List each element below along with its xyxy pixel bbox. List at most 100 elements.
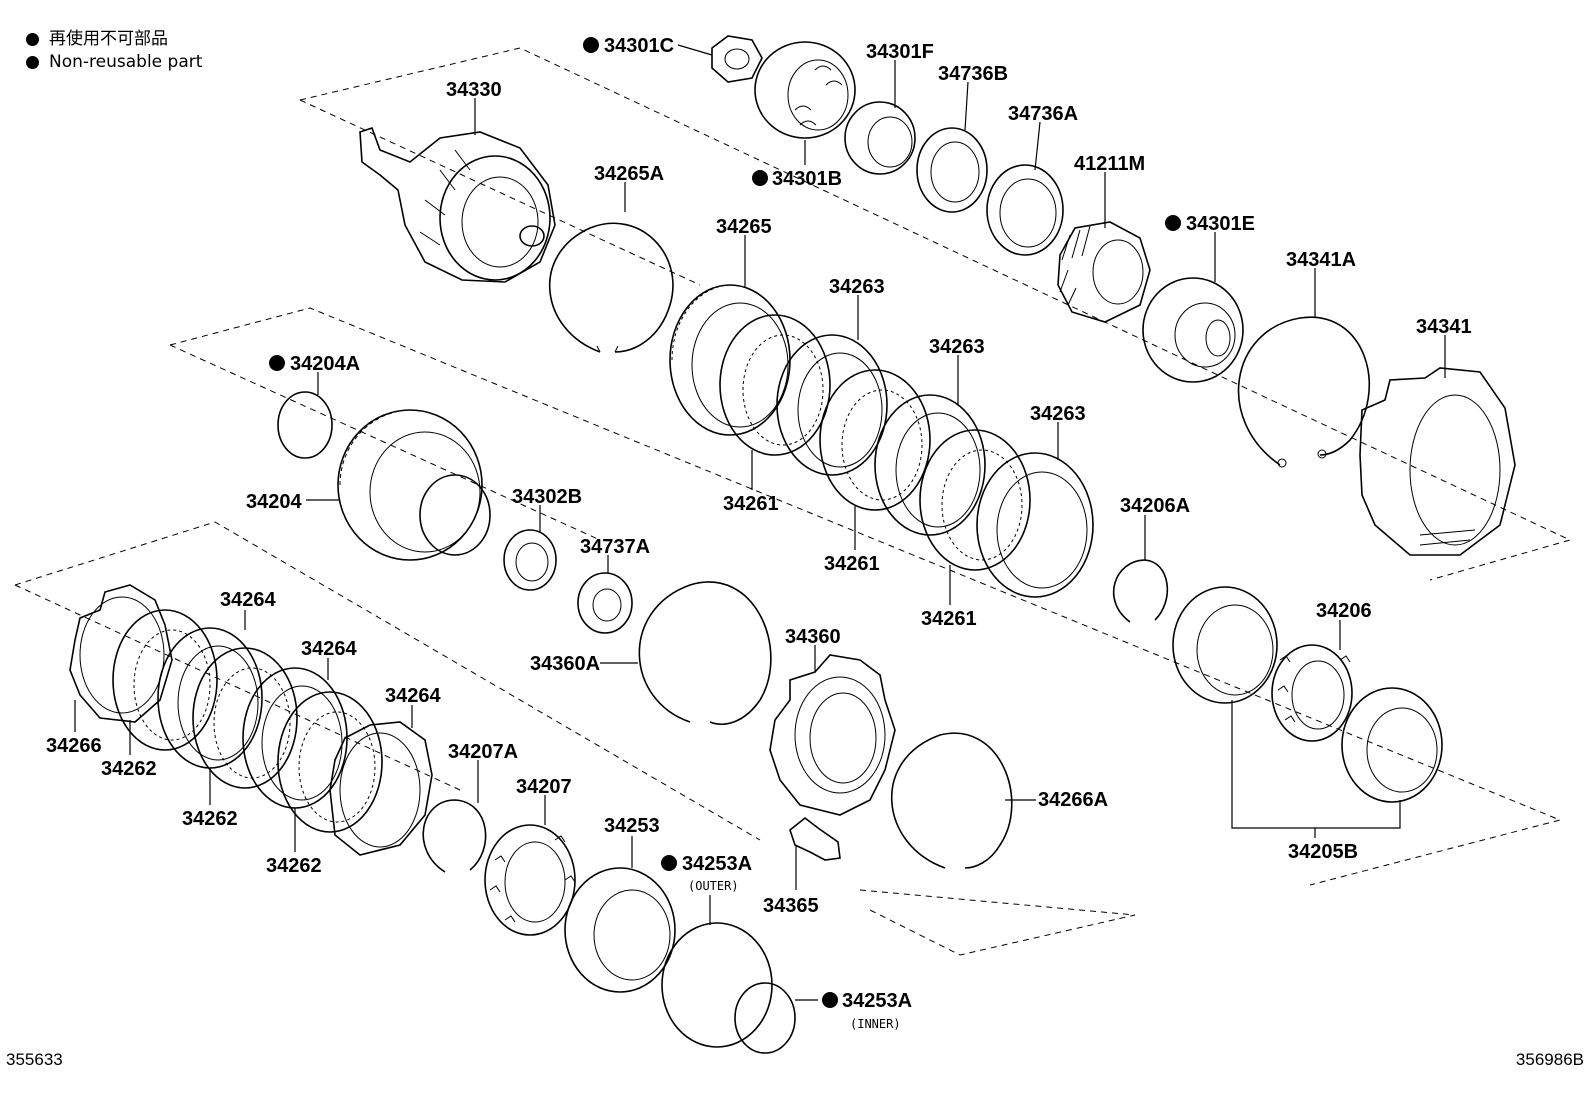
- label-34265: 34265: [716, 216, 772, 238]
- leader-lines: [74, 44, 1446, 1001]
- label-34301B: 34301B: [772, 168, 842, 190]
- label-34360A: 34360A: [530, 653, 600, 675]
- part-34206-spring: [1271, 644, 1353, 742]
- label-34736A: 34736A: [1008, 103, 1078, 125]
- label-inner-note: (INNER): [850, 1017, 901, 1031]
- part-34330-planetary-carrier: [359, 126, 556, 283]
- part-34736B-bearing: [916, 127, 988, 213]
- label-34301E: 34301E: [1186, 213, 1255, 235]
- label-outer-note: (OUTER): [688, 879, 739, 893]
- part-41211M-gear: [1057, 221, 1151, 323]
- part-34360A-snap-ring: [638, 581, 772, 725]
- non-reusable-dot-icon: [26, 56, 39, 69]
- legend-text-en: Non-reusable part: [49, 52, 203, 72]
- label-34301F: 34301F: [866, 41, 934, 63]
- part-34205B-seal: [1341, 687, 1443, 803]
- part-34253-piston: [564, 867, 676, 993]
- part-34263-plate-a: [776, 334, 888, 476]
- part-34737A-washer: [577, 572, 633, 634]
- label-34341: 34341: [1416, 316, 1472, 338]
- part-34360-clutch-hub: [769, 654, 896, 816]
- label-34261-c: 34261: [921, 608, 977, 630]
- part-34261-disc-a: [719, 314, 831, 456]
- label-34204A: 34204A: [290, 353, 360, 375]
- label-34263-c: 34263: [1030, 403, 1086, 425]
- part-34263-plate-b: [874, 394, 986, 536]
- label-34266A: 34266A: [1038, 789, 1108, 811]
- label-34207A: 34207A: [448, 741, 518, 763]
- part-34206-piston: [1172, 586, 1278, 704]
- diagram-code-right: 356986B: [1515, 1050, 1584, 1069]
- part-34204-sun-gear: [337, 409, 491, 561]
- legend-row-ja: 再使用不可部品: [26, 28, 202, 51]
- part-34265A-snap-ring: [548, 222, 674, 353]
- part-labels: 34301C 34301F 34736B 34736A 34330 34301B…: [46, 35, 1472, 1031]
- label-34330: 34330: [446, 79, 502, 101]
- label-34206: 34206: [1316, 600, 1372, 622]
- label-34261-a: 34261: [723, 493, 779, 515]
- label-34341A: 34341A: [1286, 249, 1356, 271]
- non-reusable-dot-icon: [822, 992, 838, 1008]
- label-34262-b: 34262: [182, 808, 238, 830]
- label-34261-b: 34261: [824, 553, 880, 575]
- part-34301B-race: [844, 101, 916, 175]
- part-34264-plate-c: [329, 721, 433, 856]
- label-34206A: 34206A: [1120, 495, 1190, 517]
- label-34262-c: 34262: [266, 855, 322, 877]
- part-34341A-snap-ring: [1237, 316, 1371, 468]
- label-34736B: 34736B: [938, 63, 1008, 85]
- label-34737A: 34737A: [580, 536, 650, 558]
- part-34264-plate-a: [157, 627, 263, 769]
- part-34301E-bearing: [1142, 277, 1244, 383]
- part-34341-clutch-drum: [1359, 367, 1516, 556]
- non-reusable-dot-icon: [752, 170, 768, 186]
- legend-row-en: Non-reusable part: [26, 51, 202, 74]
- label-34253A-outer: 34253A: [682, 853, 752, 875]
- part-34263-plate-c: [976, 452, 1094, 598]
- part-34206A-snap-ring: [1112, 559, 1169, 623]
- part-34302B-bearing: [503, 529, 557, 591]
- part-34204A-o-ring: [277, 391, 333, 459]
- label-34253: 34253: [604, 815, 660, 837]
- part-34266A-snap-ring: [891, 732, 1013, 869]
- part-34253A-outer-o-ring: [661, 922, 773, 1048]
- non-reusable-dot-icon: [26, 33, 39, 46]
- part-34262-disc-c: [277, 691, 383, 833]
- non-reusable-dot-icon: [1165, 215, 1181, 231]
- label-34264-a: 34264: [220, 589, 276, 611]
- label-34365: 34365: [763, 895, 819, 917]
- part-34301F-bearing: [754, 41, 856, 139]
- part-34207A-snap-ring: [422, 799, 487, 873]
- part-34207-spring: [484, 824, 576, 936]
- non-reusable-markers: [269, 37, 1181, 1008]
- non-reusable-dot-icon: [661, 855, 677, 871]
- part-34261-disc-b: [819, 369, 931, 511]
- label-34360: 34360: [785, 626, 841, 648]
- part-34261-disc-c: [919, 429, 1031, 571]
- label-34207: 34207: [516, 776, 572, 798]
- label-34204: 34204: [246, 491, 302, 513]
- label-34301C: 34301C: [604, 35, 674, 57]
- label-34262-a: 34262: [101, 758, 157, 780]
- non-reusable-dot-icon: [269, 355, 285, 371]
- legend-text-ja: 再使用不可部品: [49, 29, 168, 49]
- legend: 再使用不可部品 Non-reusable part: [26, 28, 202, 74]
- label-41211M: 41211M: [1074, 153, 1145, 175]
- label-34263-a: 34263: [829, 276, 885, 298]
- label-34302B: 34302B: [512, 486, 582, 508]
- part-34365-retainer: [789, 816, 841, 861]
- label-34265A: 34265A: [594, 163, 664, 185]
- part-34265-clutch-plate: [669, 284, 791, 436]
- label-34264-c: 34264: [385, 685, 441, 707]
- part-34736A-washer: [986, 164, 1064, 256]
- part-34266-plate: [69, 584, 173, 723]
- non-reusable-dot-icon: [583, 37, 599, 53]
- label-34205B: 34205B: [1288, 841, 1358, 863]
- part-34301C-nut: [711, 35, 763, 83]
- label-34264-b: 34264: [301, 638, 357, 660]
- label-34263-b: 34263: [929, 336, 985, 358]
- part-34253A-inner-o-ring: [734, 982, 796, 1054]
- diagram-code-left: 355633: [6, 1050, 63, 1069]
- part-34262-disc-a: [112, 609, 218, 751]
